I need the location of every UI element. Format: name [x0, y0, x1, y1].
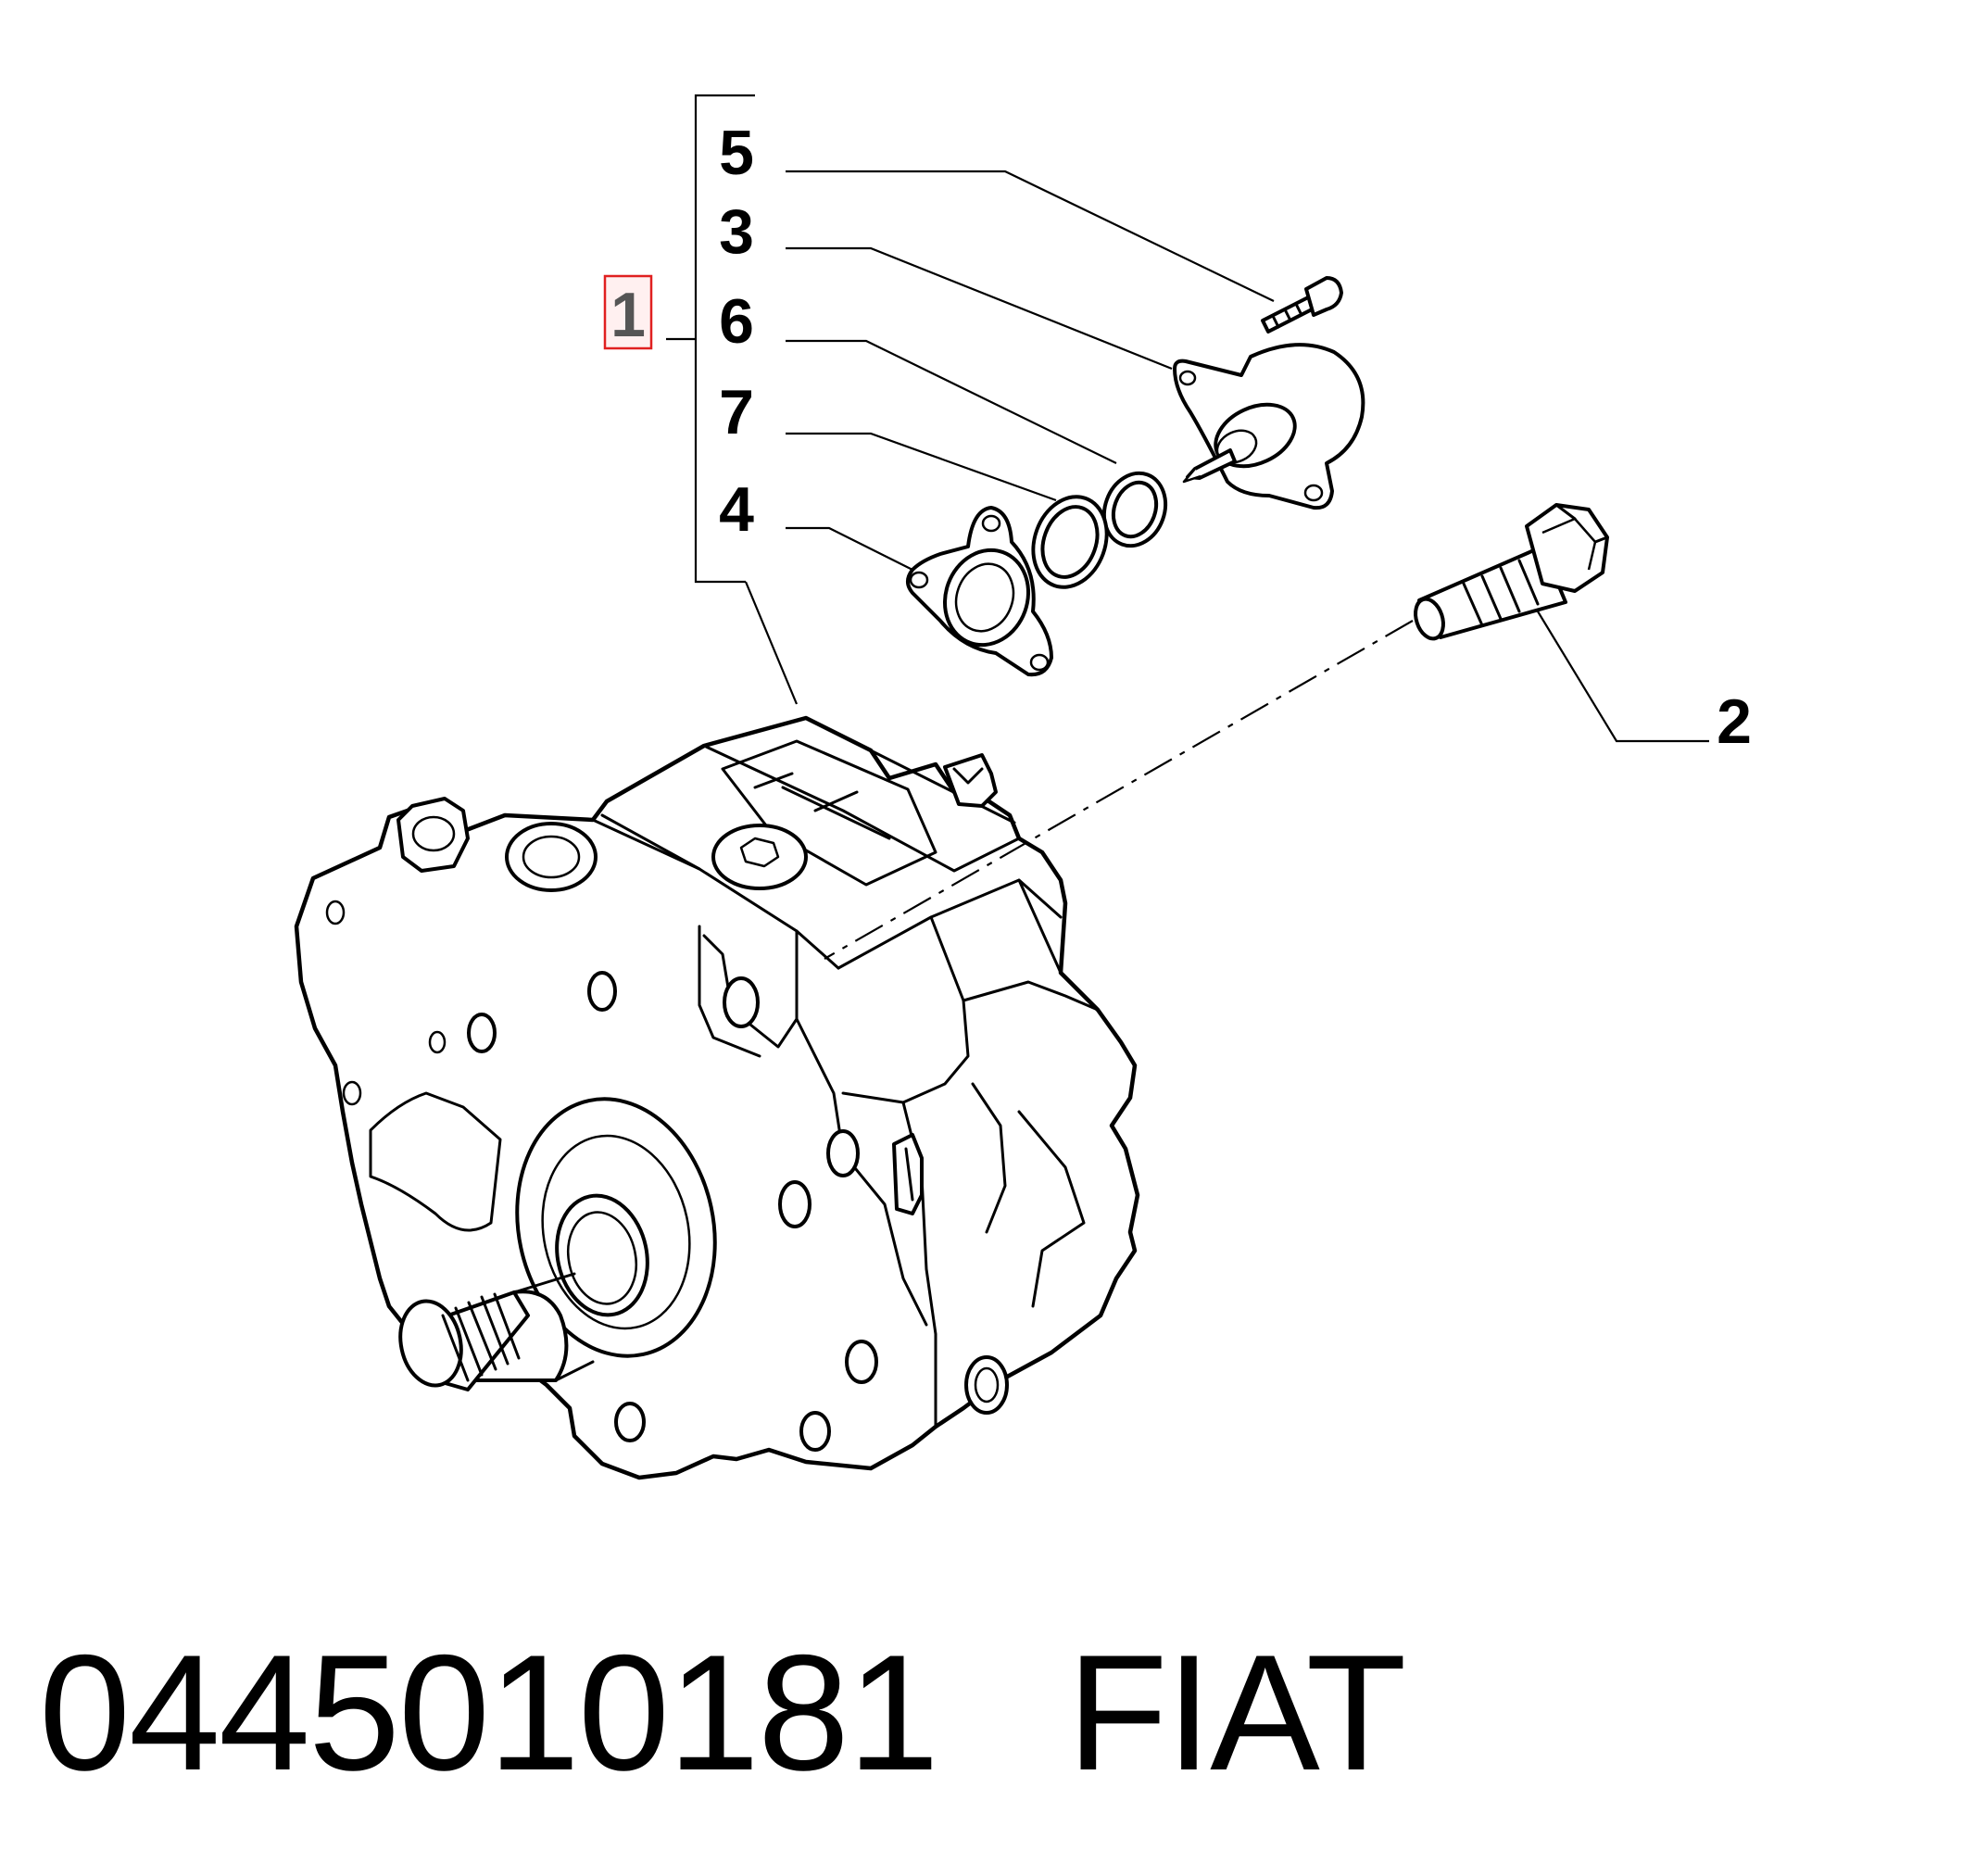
small-oring-part: [1101, 471, 1168, 548]
callout-4: 4: [719, 474, 754, 545]
callout-1: 1: [610, 280, 646, 350]
callout-labels: 1 5 3 6 7 4 2: [603, 118, 1752, 757]
callout-3: 3: [719, 196, 754, 267]
large-oring-part: [1031, 495, 1109, 589]
part-number: 0445010181: [39, 1620, 939, 1805]
screw-part: [1261, 276, 1343, 334]
callout-6: 6: [719, 286, 754, 357]
group-bracket: [666, 94, 755, 584]
hex-bolt-part: [1414, 503, 1609, 641]
fuel-pump-body: [294, 715, 1140, 1480]
flange-cover-part: [906, 506, 1053, 677]
callout-1-highlight-box: [603, 274, 653, 350]
regulator-valve-part: [1173, 343, 1365, 510]
leader-lines: [744, 170, 1709, 960]
brand-name: FIAT: [1066, 1620, 1406, 1805]
callout-2: 2: [1717, 686, 1752, 757]
callout-5: 5: [719, 118, 754, 188]
callout-7: 7: [719, 377, 754, 447]
